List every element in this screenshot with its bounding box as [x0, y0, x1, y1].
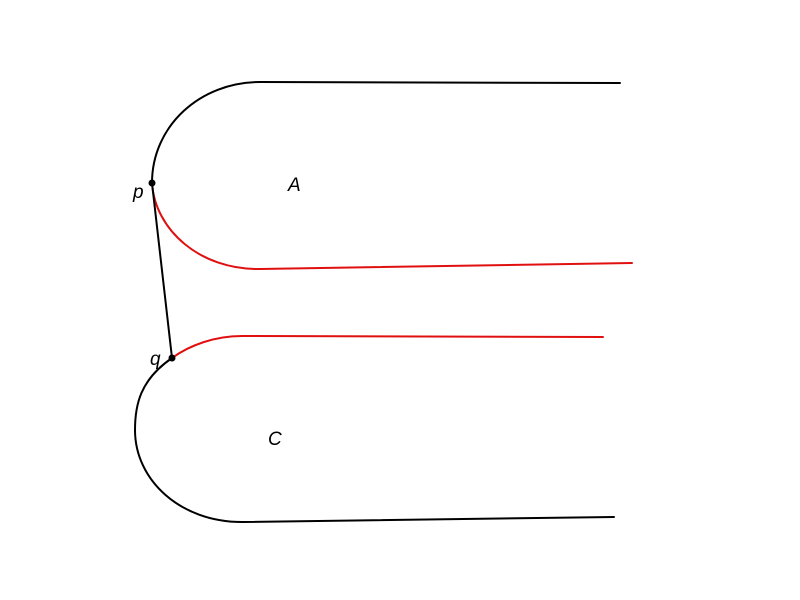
region-c-label: C	[268, 429, 282, 450]
point-q-dot	[168, 354, 176, 362]
region-a-red-boundary	[151, 182, 633, 271]
region-c-red-boundary	[171, 334, 604, 359]
point-p-label: p	[132, 182, 144, 203]
region-a-outline	[151, 80, 621, 184]
point-p-dot	[148, 179, 156, 187]
region-c-outline	[133, 357, 615, 524]
segment-pq	[151, 182, 173, 359]
point-q-label: q	[150, 349, 161, 370]
region-a-label: A	[287, 175, 301, 196]
